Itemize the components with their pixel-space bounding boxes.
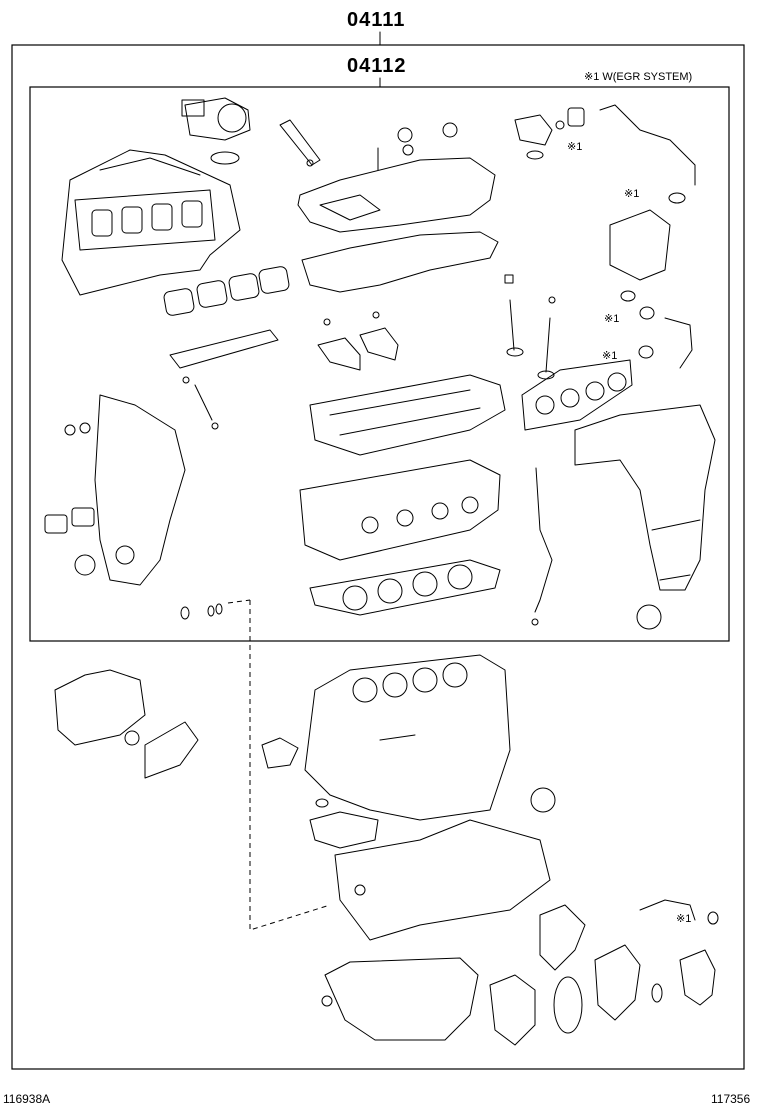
cylinder-head-cover (297, 122, 496, 233)
callout-egr-5: ※1 (676, 913, 692, 925)
intake-manifold-gaskets (163, 266, 290, 316)
timing-cover-lower (54, 669, 146, 746)
water-pump-gasket (44, 507, 95, 534)
callout-egr-1: ※1 (567, 141, 583, 153)
engine-mount-bracket (144, 721, 199, 779)
callout-egr-3: ※1 (604, 313, 620, 325)
inner-part-number: 04112 (347, 55, 407, 77)
o-rings (180, 603, 223, 620)
outer-part-number: 04111 (347, 9, 406, 31)
egr-valve (514, 114, 565, 160)
egr-cooler (609, 209, 671, 302)
egr-system-note: ※1 W(EGR SYSTEM) (584, 71, 693, 83)
exhaust-valve (537, 296, 556, 380)
water-pump (594, 944, 663, 1021)
outer-kit-frame (11, 44, 745, 1070)
callout-egr-4: ※1 (602, 350, 618, 362)
drain-plug-gasket (321, 995, 333, 1007)
water-bypass-gasket (707, 911, 719, 925)
ignition-coil (279, 119, 321, 167)
oil-pump-body (539, 904, 586, 971)
oil-pump-cover (489, 974, 536, 1046)
dashed-link-line (249, 600, 331, 931)
egr-pipe-gasket-1 (668, 192, 686, 204)
crankshaft-front-oil-seal (74, 554, 96, 576)
egr-pipe-gasket-2 (639, 306, 655, 320)
camshaft-bearing-caps (317, 311, 399, 371)
throttle-body (181, 97, 251, 141)
footer-right-code: 117356 (711, 1092, 751, 1106)
egr-pipe-lower (664, 317, 693, 369)
oil-pump-o-ring (553, 976, 583, 1034)
inner-kit-frame (29, 86, 730, 642)
cylinder-head-gasket (309, 559, 501, 616)
head-cover-gasket (301, 231, 499, 293)
oil-pan-upper (334, 819, 551, 941)
oil-pan-lower (324, 957, 479, 1041)
thermostat-housing (679, 949, 716, 1006)
crankshaft-rear-oil-seal (530, 787, 556, 813)
egr-pipe-gasket-3 (638, 345, 654, 359)
timing-chain-cover (64, 394, 186, 586)
exhaust-manifold-converter (574, 404, 716, 591)
exhaust-ring-gasket (636, 604, 662, 630)
intake-manifold (61, 149, 241, 296)
fuel-injector-rail (169, 329, 279, 430)
callout-egr-2: ※1 (624, 188, 640, 200)
dashed-link-tick (227, 599, 251, 604)
camshaft-housing (309, 374, 506, 456)
cylinder-block (304, 654, 511, 821)
cylinder-head (299, 459, 501, 561)
oil-filter-bracket (261, 737, 299, 769)
intake-valve (504, 274, 524, 357)
throttle-body-gasket (210, 151, 240, 165)
egr-pipe-upper (599, 104, 696, 186)
oil-strainer (309, 798, 379, 849)
water-bypass-pipe (639, 899, 696, 921)
footer-left-code: 116938A (3, 1092, 51, 1106)
exhaust-manifold-gasket (521, 359, 633, 431)
egr-valve-gasket (567, 107, 585, 127)
oil-dipstick (531, 467, 553, 626)
